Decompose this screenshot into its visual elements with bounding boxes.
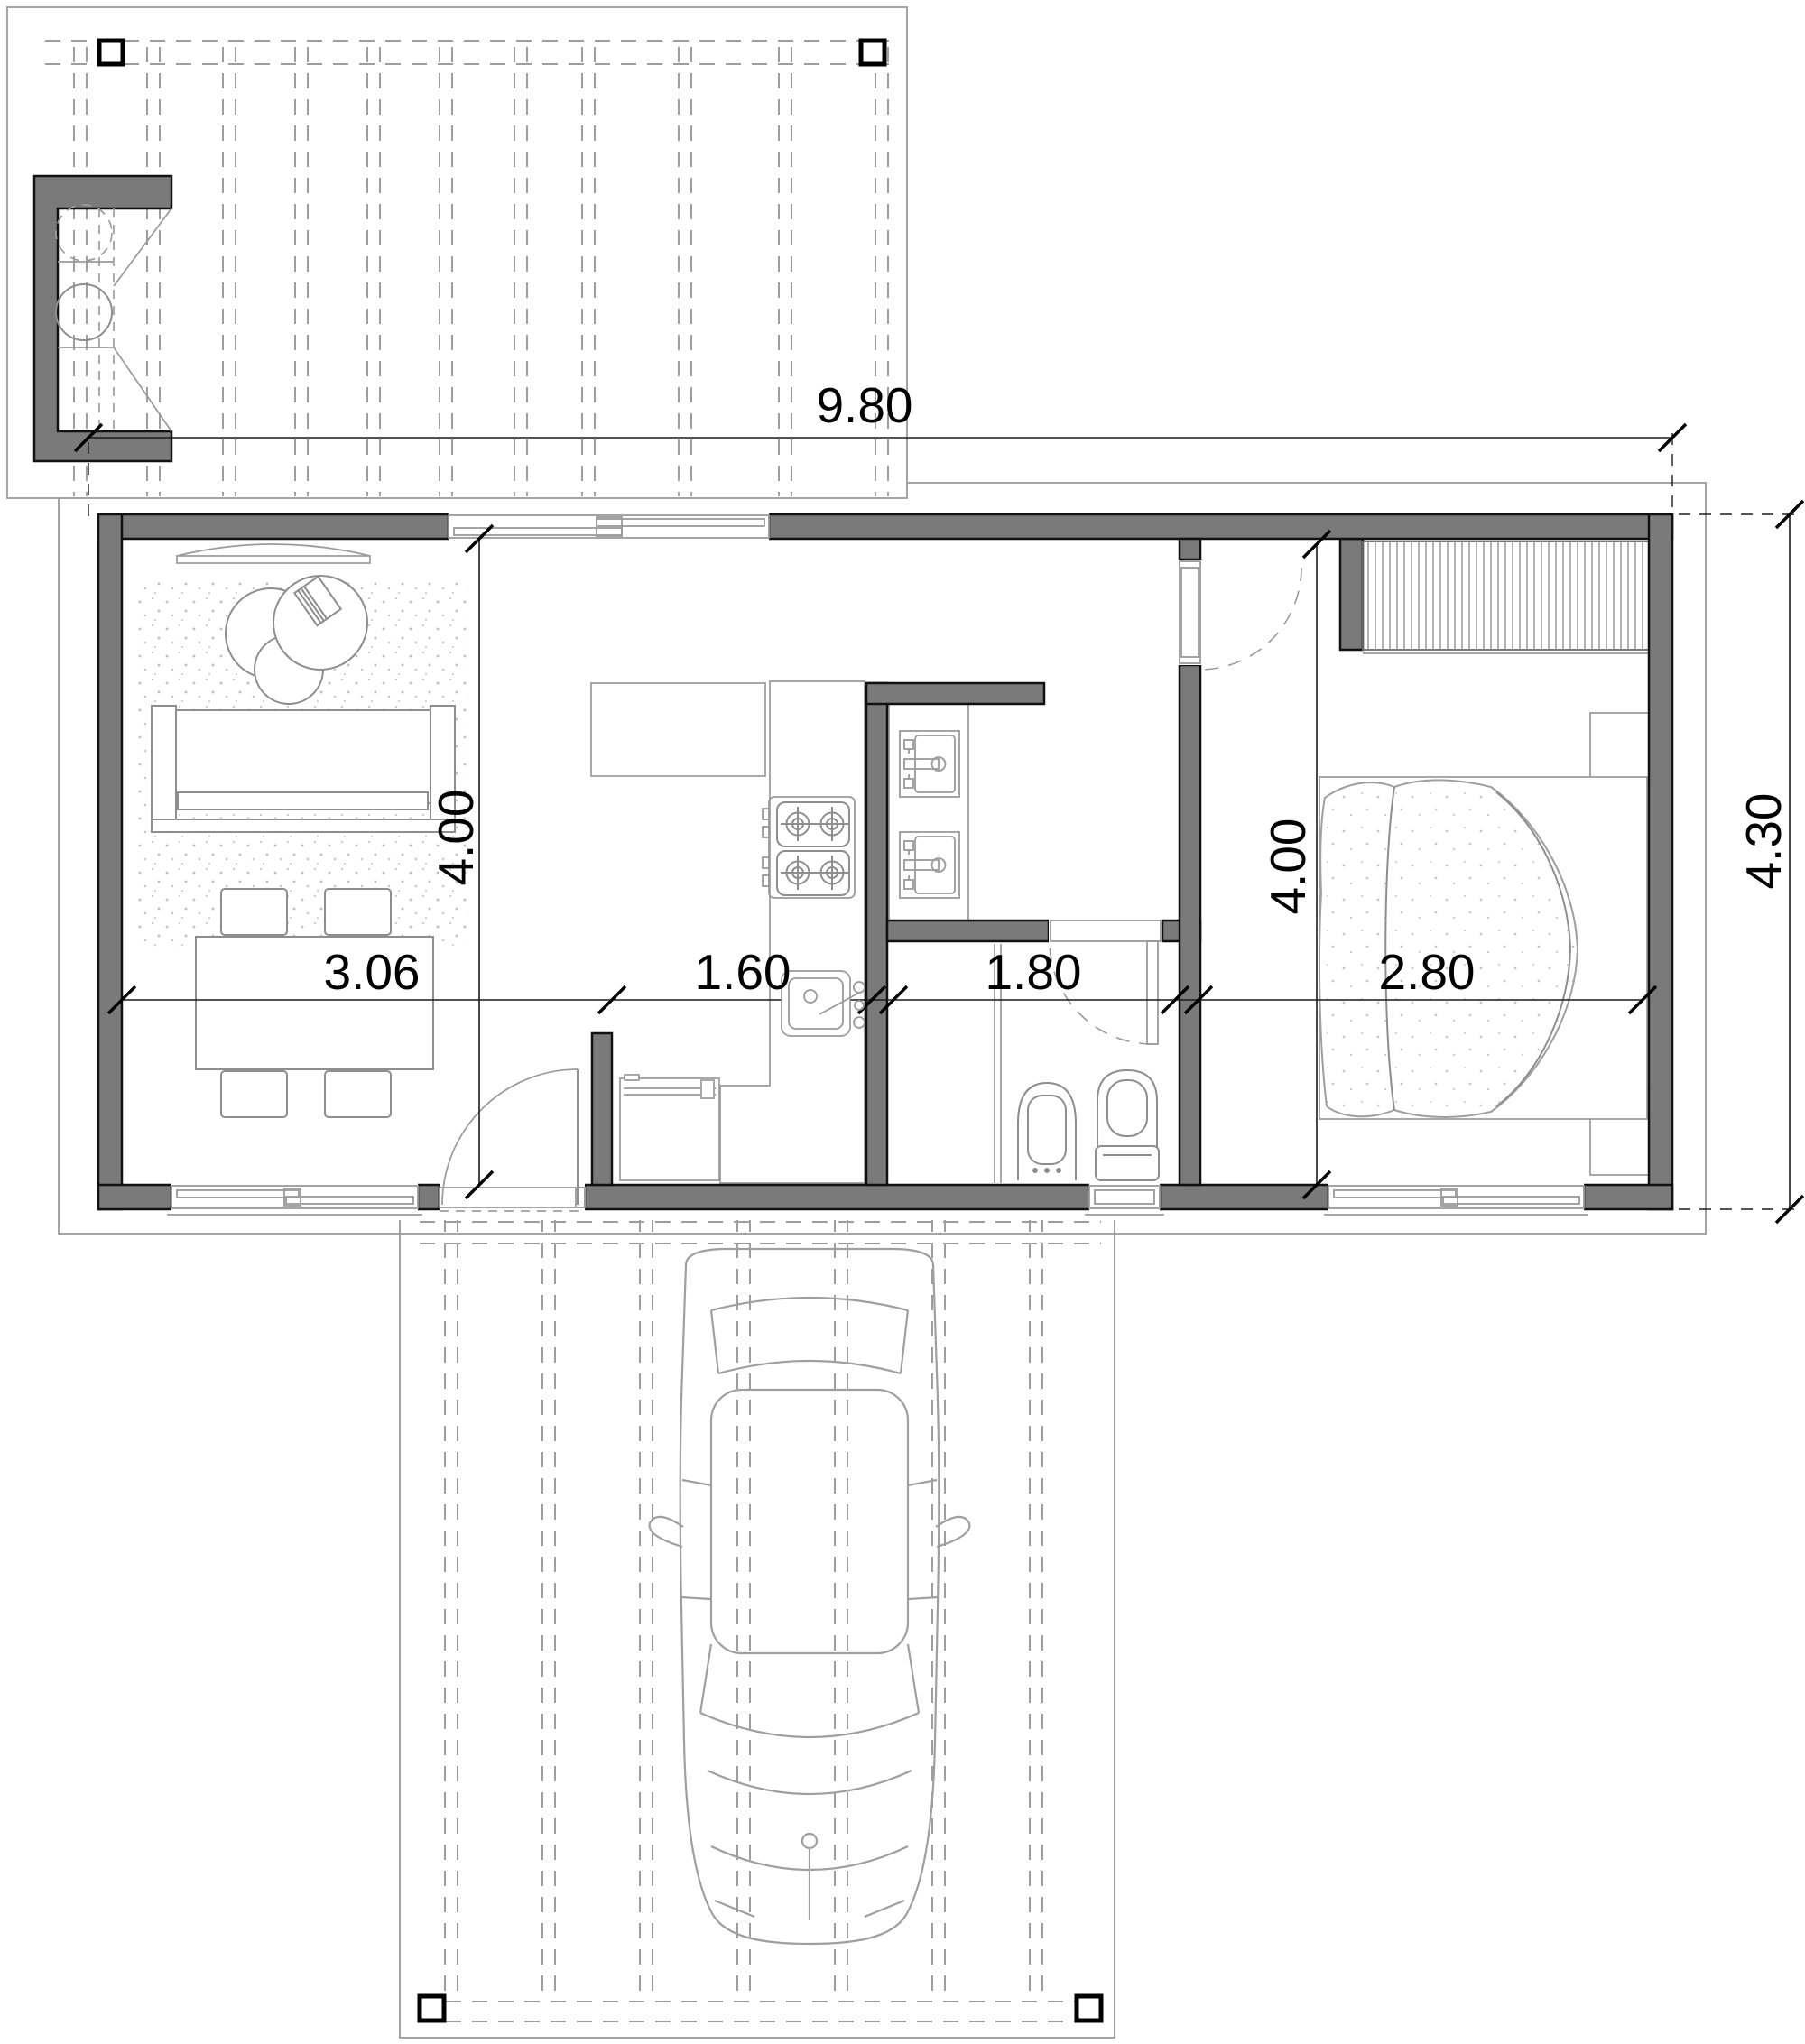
stove-knobs: [762, 808, 770, 887]
car-body: [679, 1247, 940, 1946]
dim-bathroom-width: 1.80: [985, 944, 1081, 1000]
wall-right: [1647, 513, 1674, 1211]
kitchen: [590, 680, 865, 1184]
bidet: [1017, 1081, 1077, 1180]
wall-bottom-1: [97, 1183, 173, 1211]
window-bedroom: [1324, 1183, 1588, 1216]
car-roof: [709, 1388, 910, 1655]
toilet: [1095, 1068, 1160, 1181]
carport-outline: [399, 1208, 1115, 2039]
dishwasher: [619, 1074, 720, 1181]
wardrobe-side-wall: [1338, 537, 1365, 652]
wardrobe: [1362, 541, 1650, 654]
duvet-fold: [1495, 791, 1572, 1107]
dim-bedroom-depth: 4.00: [1260, 818, 1316, 914]
grill-burner: [55, 283, 113, 341]
wall-kitchen-bath: [865, 681, 889, 1187]
sofa: [151, 705, 456, 833]
wall-bottom-3: [583, 1183, 1091, 1211]
dining-table: [195, 936, 434, 1070]
door-bedroom-swing: [1199, 567, 1302, 671]
car-emblem: [801, 1832, 819, 1850]
carport-post-right: [1074, 1993, 1104, 2023]
window-kitchen-slider: [448, 513, 770, 541]
wall-bedroom-stub: [1178, 537, 1202, 561]
deck-beam-dashed: [45, 40, 889, 65]
dim-overall-width: 9.80: [816, 377, 912, 433]
door-bedroom: [1178, 560, 1302, 671]
car-rear-window: [709, 1296, 910, 1375]
dining-chairs: [220, 888, 392, 1118]
wall-bath-top: [865, 681, 1046, 706]
dimensions: [73, 422, 1805, 1225]
door-entry-swing: [441, 1068, 579, 1206]
duvet: [1319, 779, 1579, 1118]
terrace-outline: [58, 482, 1707, 1235]
wall-bottom-5: [1582, 1183, 1674, 1211]
door-wc-swing: [1049, 940, 1153, 1045]
windows: [167, 513, 1588, 1216]
walls: [97, 513, 1674, 1211]
dim-kitchen-width: 1.60: [694, 944, 791, 1000]
door-bedroom-leaf: [1180, 567, 1199, 658]
wall-left: [97, 513, 124, 1211]
car-door-seams: [680, 1478, 939, 1601]
deck: [6, 6, 908, 499]
door-entry: [439, 1068, 586, 1212]
shower-partition: [994, 944, 1002, 1183]
car-windshield: [699, 1643, 921, 1796]
dim-bedroom-width: 2.80: [1378, 944, 1475, 1000]
deck-joists: [73, 47, 889, 496]
grill-burner-dashed: [55, 204, 113, 262]
doors: [439, 560, 1302, 1212]
coffee-tables: [225, 575, 368, 705]
carport-joists: [444, 1216, 1043, 1994]
outdoor-grill-counter: [32, 174, 173, 463]
stove: [762, 796, 856, 899]
carport: [399, 1208, 1115, 2039]
car-mirrors: [648, 1515, 971, 1549]
window-living: [167, 1183, 422, 1216]
carport-post-left: [417, 1993, 447, 2023]
dimension-ticks: [73, 422, 1805, 1225]
car-headlights: [714, 1899, 905, 1919]
kitchen-counter: [719, 680, 865, 1184]
wall-top-left: [97, 513, 450, 541]
dim-living-width: 3.06: [323, 944, 420, 1000]
wall-entry-stub: [590, 1031, 614, 1187]
wall-hall-bedroom: [1178, 663, 1202, 1187]
window-wc: [1085, 1183, 1164, 1216]
bedroom: [1319, 537, 1650, 1176]
car: [648, 1247, 971, 1946]
dimension-labels: 9.80 3.06 1.60 1.80 2.80 4.00 4.00 4.30: [323, 377, 1791, 1000]
wall-shelf: [176, 543, 371, 564]
wall-bottom-2: [416, 1183, 441, 1211]
pillow-edge: [1384, 786, 1395, 1111]
kitchen-sink: [781, 970, 865, 1037]
kitchen-island: [590, 682, 766, 777]
deck-post-left: [97, 38, 125, 67]
dim-overall-depth: 4.30: [1736, 792, 1791, 889]
carport-beams-dashed: [420, 1221, 1101, 2022]
bed: [1319, 776, 1648, 1120]
wall-top-right: [767, 513, 1674, 541]
deck-outline: [6, 6, 908, 499]
nightstand-top: [1589, 712, 1650, 784]
wall-wc-top-left: [885, 919, 1051, 943]
living-room: [137, 543, 469, 1118]
book: [292, 575, 343, 627]
deck-post-right: [858, 38, 887, 67]
dim-living-depth: 4.00: [428, 789, 484, 885]
door-wc: [1049, 919, 1162, 1045]
